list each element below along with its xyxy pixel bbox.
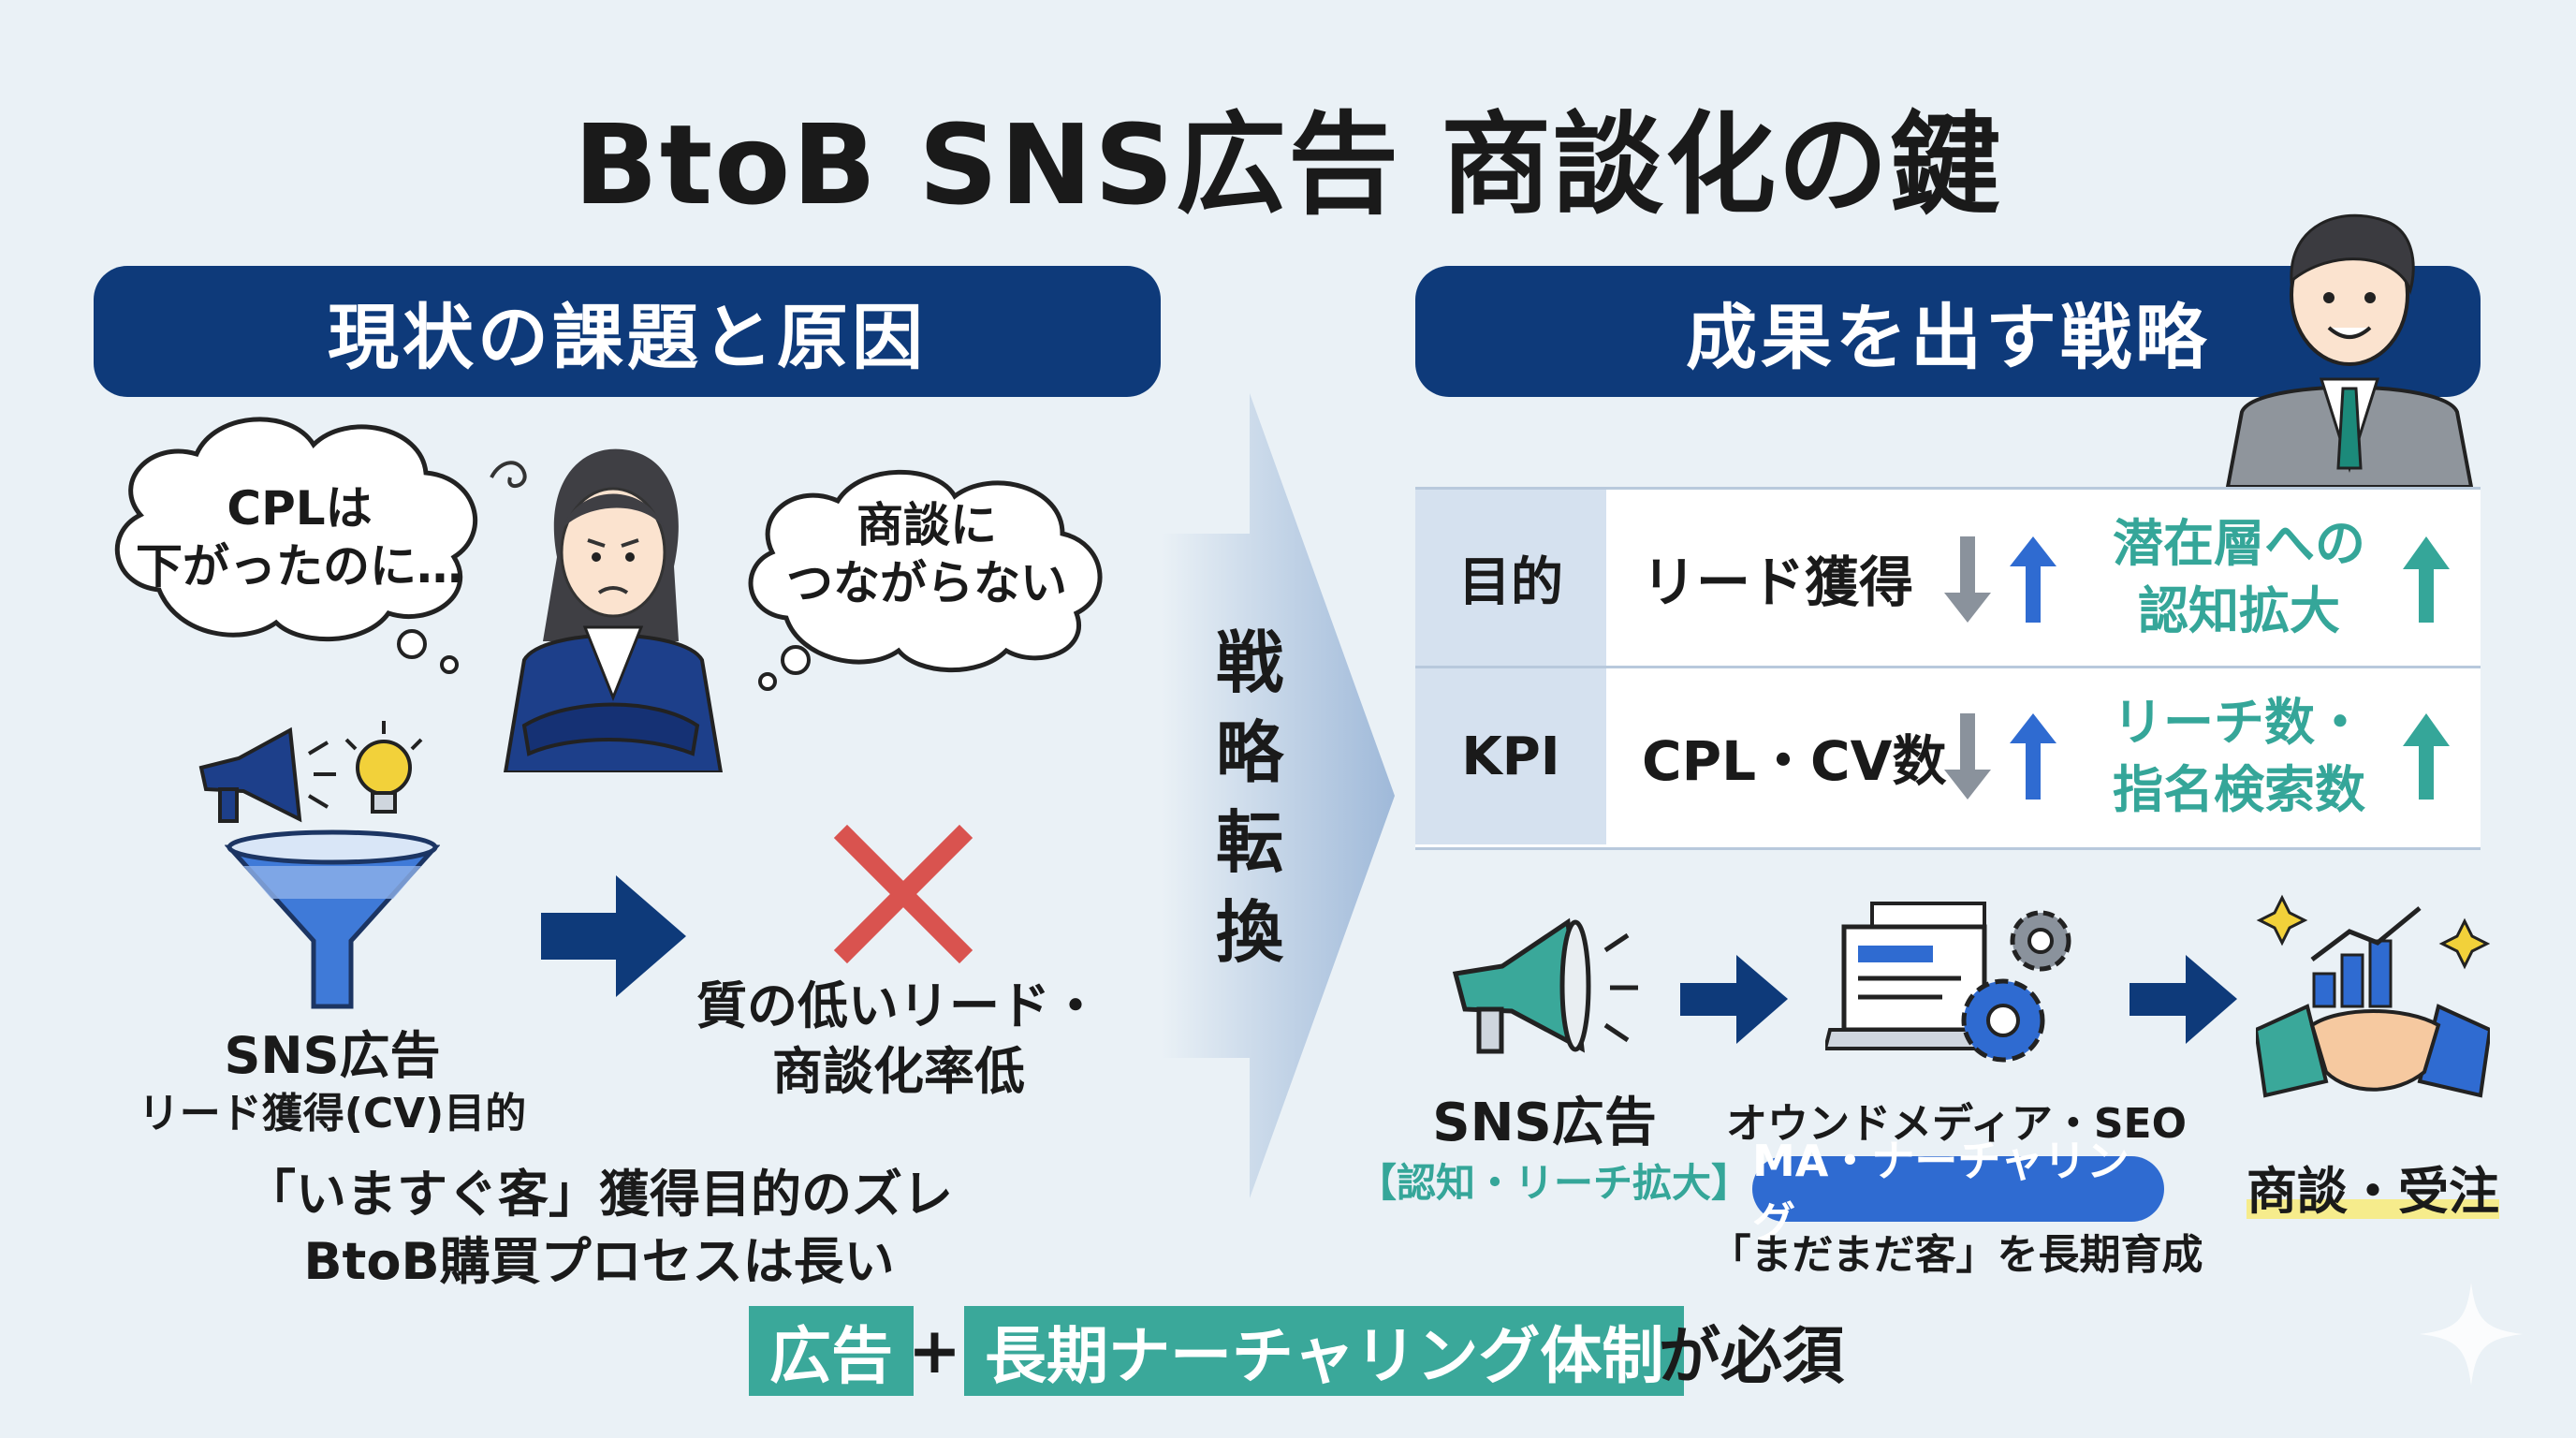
sparkle-icon — [2420, 1283, 2523, 1386]
flow-media-title: オウンドメディア・SEO — [1725, 1100, 2188, 1148]
row-current-purpose: リード獲得 — [1642, 550, 1914, 614]
funnel-label-line2: リード獲得(CV)目的 — [138, 1090, 527, 1137]
row-head-purpose: 目的 — [1415, 490, 1606, 666]
left-section-header: 現状の課題と原因 — [94, 266, 1161, 397]
conclusion-box-ads: 広告 — [749, 1306, 914, 1396]
bad-result-label: 質の低いリード・ 商談化率低 — [674, 974, 1123, 1105]
row-target-kpi: リーチ数・指名検索数 — [2089, 668, 2389, 844]
flow-arrow-icon — [1680, 955, 1788, 1044]
funnel-label-line1: SNS広告 — [224, 1026, 441, 1085]
pivot-char-2: 略 — [1215, 713, 1283, 792]
row-head-kpi: KPI — [1415, 668, 1606, 844]
businessman-icon — [2225, 213, 2474, 487]
bad-result-line2: 商談化率低 — [772, 1042, 1025, 1101]
flow-media-sub: 「まだまだ客」を長期育成 — [1709, 1231, 2203, 1279]
flow-sns-label: SNS広告 【認知・リーチ拡大】 — [1357, 1091, 1751, 1211]
megaphone-bulb-icon — [198, 721, 423, 823]
bubble-right-line1: 商談に — [856, 498, 997, 552]
conclusion-tail: が必須 — [1659, 1320, 1844, 1392]
pivot-chevron-arrow — [1161, 393, 1395, 1198]
flow-sns-title: SNS広告 — [1432, 1093, 1657, 1153]
thought-bubble-right — [748, 469, 1103, 691]
row-target-purpose-line2: 認知拡大 — [2138, 581, 2340, 640]
cause-line1: 「いますぐ客」獲得目的のズレ — [245, 1165, 953, 1224]
row-current-kpi: CPL・CV数 — [1642, 729, 1947, 793]
strategy-table: 目的 リード獲得 潜在層への認知拡大 KPI CPL・CV数 リーチ数・指名検索… — [1415, 487, 2481, 850]
funnel-icon — [225, 829, 440, 1009]
pivot-label: 戦 略 転 換 — [1193, 618, 1306, 977]
row-target-purpose-line1: 潜在層への — [2113, 514, 2365, 573]
funnel-label: SNS広告 リード獲得(CV)目的 — [112, 1025, 552, 1141]
cause-line2: BtoB購買プロセスは長い — [303, 1232, 895, 1291]
pivot-char-3: 転 — [1215, 803, 1283, 882]
red-x-icon — [833, 824, 973, 964]
cause-text: 「いますぐ客」獲得目的のズレ BtoB購買プロセスは長い — [178, 1161, 1020, 1296]
flow-sns-sub: 【認知・リーチ拡大】 — [1357, 1160, 1751, 1206]
bubble-right-line2: つながらない — [786, 556, 1067, 610]
row-target-purpose: 潜在層への認知拡大 — [2089, 490, 2389, 666]
row-target-kpi-line2: 指名検索数 — [2113, 760, 2365, 819]
laptop-gears-icon — [1825, 902, 2071, 1063]
bubble-left-line2: 下がったのに… — [136, 539, 463, 594]
worried-person-icon — [490, 448, 724, 772]
down-up-arrows-icon — [1944, 536, 2056, 623]
conclusion-box-nurturing: 長期ナーチャリング体制 — [964, 1306, 1685, 1396]
deal-label: 商談・受注 — [2247, 1153, 2499, 1221]
bad-result-line1: 質の低いリード・ — [696, 976, 1101, 1035]
page-title: BtoB SNS広告 商談化の鍵 — [573, 100, 2003, 229]
arrow-right-icon — [541, 875, 686, 997]
pivot-char-1: 戦 — [1215, 624, 1283, 702]
teal-up-arrow-icon — [2403, 713, 2450, 800]
conclusion-plus: + — [908, 1313, 961, 1388]
bubble-right-text: 商談に つながらない — [758, 496, 1095, 612]
pivot-char-4: 換 — [1215, 893, 1283, 972]
table-row: 目的 リード獲得 潜在層への認知拡大 — [1415, 490, 2481, 668]
ma-nurturing-badge: MA・ナーチャリング — [1752, 1136, 2164, 1248]
bubble-left-line1: CPLは — [227, 481, 373, 536]
flow-arrow-icon — [2130, 955, 2237, 1044]
handshake-growth-icon — [2256, 894, 2490, 1098]
megaphone-icon — [1452, 917, 1638, 1054]
table-row: KPI CPL・CV数 リーチ数・指名検索数 — [1415, 668, 2481, 844]
teal-up-arrow-icon — [2403, 536, 2450, 623]
bubble-left-text: CPLは 下がったのに… — [122, 479, 477, 595]
thought-bubble-left — [114, 417, 478, 674]
row-target-kpi-line1: リーチ数・ — [2113, 693, 2365, 752]
down-up-arrows-icon — [1944, 713, 2056, 800]
